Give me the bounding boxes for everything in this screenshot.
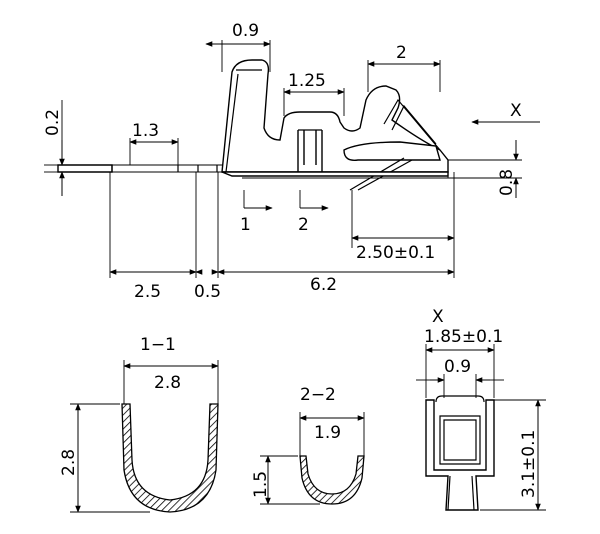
dim-slot-width: 1.25 (288, 71, 326, 91)
view-marker-x: X (510, 101, 522, 121)
dim-length-b: 0.5 (194, 282, 221, 302)
side-view: 0.9 1.25 2 1.3 0.2 0.8 2.50±0.1 2.5 0.5 … (43, 21, 540, 302)
view-x-title: X (432, 307, 444, 327)
dim-length-a: 2.5 (134, 282, 161, 302)
dim-height-right: 0.8 (497, 169, 517, 196)
section-1-profile (121, 403, 219, 513)
section-1-title: 1−1 (140, 335, 176, 355)
dim-top-width: 2 (396, 43, 407, 63)
view-x: X 1.85±0.1 0.9 3.1±0.1 (416, 307, 546, 511)
section-2-profile (299, 455, 365, 505)
view-x-body (425, 399, 495, 511)
section-marker-2: 2 (298, 215, 309, 235)
carrier-strip (57, 164, 113, 173)
view-x-inner-width: 0.9 (444, 357, 471, 377)
dim-tab-width: 0.9 (232, 21, 259, 41)
section-marker-1: 1 (240, 215, 251, 235)
section-2-height: 1.5 (251, 471, 271, 498)
section-2-width: 1.9 (314, 423, 341, 443)
section-1-1: 1−1 2.8 2.8 (59, 335, 219, 513)
section-2-title: 2−2 (300, 385, 336, 405)
dim-length-total: 6.2 (310, 275, 337, 295)
view-x-outer-width: 1.85±0.1 (424, 327, 503, 347)
dim-thickness: 0.2 (43, 109, 63, 136)
dim-tolerance-length: 2.50±0.1 (356, 243, 435, 263)
view-x-height: 3.1±0.1 (519, 430, 539, 498)
section-2-2: 2−2 1.9 1.5 (251, 385, 365, 505)
section-1-height: 2.8 (59, 449, 79, 476)
section-1-width: 2.8 (154, 373, 181, 393)
dim-strip-pitch: 1.3 (132, 121, 159, 141)
